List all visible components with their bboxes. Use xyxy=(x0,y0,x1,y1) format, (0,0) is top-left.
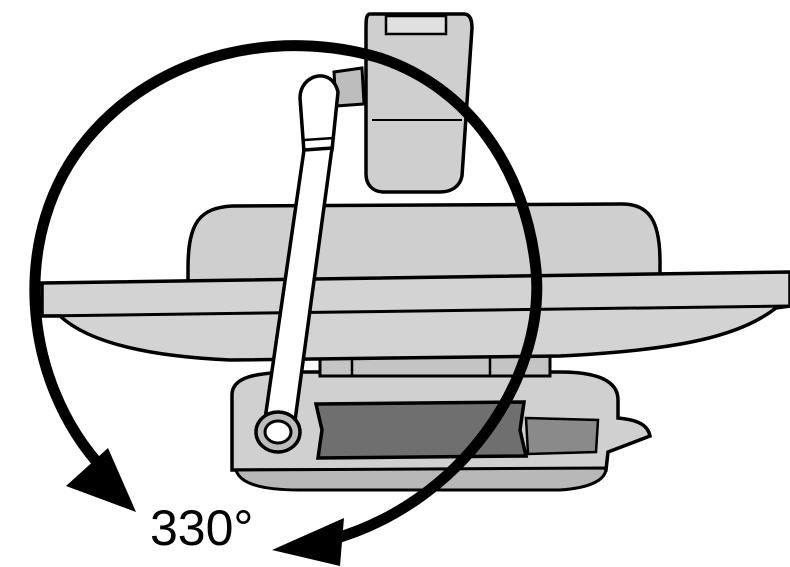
base-foot xyxy=(234,466,608,492)
arrowhead-left xyxy=(66,448,136,512)
rotation-arrow-left xyxy=(29,40,386,476)
base-upper-body xyxy=(186,202,662,286)
rotation-arrow-right xyxy=(324,52,543,546)
swing-arm xyxy=(298,74,340,154)
platform-tray xyxy=(40,270,790,362)
arrowhead-right xyxy=(272,518,344,566)
rotation-angle-label: 330° xyxy=(150,500,254,556)
